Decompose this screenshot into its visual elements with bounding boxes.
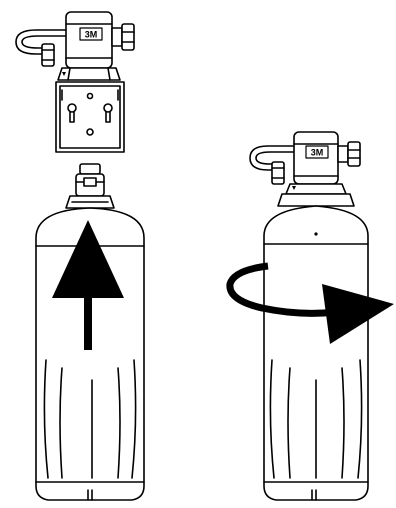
rotate-arrow-icon [226, 262, 394, 344]
brand-logo-text-right: 3M [311, 148, 324, 158]
brand-logo: 3M [79, 27, 103, 41]
mounting-bracket [55, 81, 125, 153]
supply-hose-right [249, 145, 295, 171]
supply-hose [15, 29, 69, 55]
filter-head-top: 3M [15, 11, 135, 153]
cartridge-neck-left [65, 163, 115, 209]
filter-cartridge-right [263, 205, 369, 501]
left-fitting [41, 43, 55, 67]
insert-arrow-up-icon [52, 220, 124, 350]
step-rotate: 3M [226, 131, 394, 501]
brand-logo-right: 3M [305, 145, 329, 159]
keyhole-slot-left [67, 103, 77, 123]
filter-head-assembled: 3M [249, 131, 361, 207]
right-fitting [111, 27, 123, 47]
head-collar [57, 67, 121, 81]
brand-logo-text: 3M [85, 30, 98, 40]
keyhole-slot-right [103, 103, 113, 123]
step-insert: 3M [15, 11, 145, 501]
